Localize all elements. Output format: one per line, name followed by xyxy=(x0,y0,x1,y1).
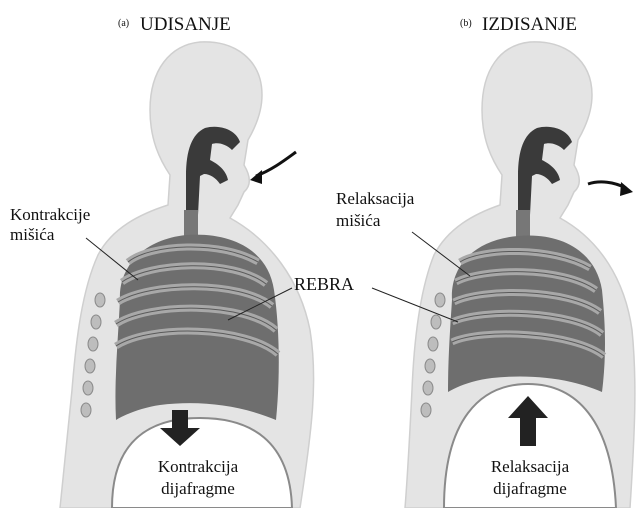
muscle-label-a-line2: mišića xyxy=(10,225,55,244)
muscle-label-a-line1: Kontrakcije xyxy=(10,205,90,224)
ribs-label: REBRA xyxy=(294,274,354,294)
muscle-label-b-line2: mišića xyxy=(336,211,381,230)
panel-b-title: IZDISANJE xyxy=(482,14,577,35)
panel-inhalation: (a) UDISANJE Kontrakcije mišića Kontrakc… xyxy=(10,14,314,508)
diaphragm-label-b-line1: Relaksacija xyxy=(491,457,570,476)
diaphragm-label-b-line2: dijafragme xyxy=(493,479,567,498)
muscle-label-b-line1: Relaksacija xyxy=(336,189,415,208)
air-outflow-arrow xyxy=(588,182,626,188)
panel-a-title: UDISANJE xyxy=(140,14,231,35)
panel-b-tag: (b) xyxy=(460,18,472,29)
panel-a-tag: (a) xyxy=(118,18,129,29)
diaphragm-label-a-line2: dijafragme xyxy=(161,479,235,498)
panel-exhalation: (b) IZDISANJE Relaksacija mišića Relaksa… xyxy=(336,14,635,508)
diaphragm-label-a-line1: Kontrakcija xyxy=(158,457,239,476)
